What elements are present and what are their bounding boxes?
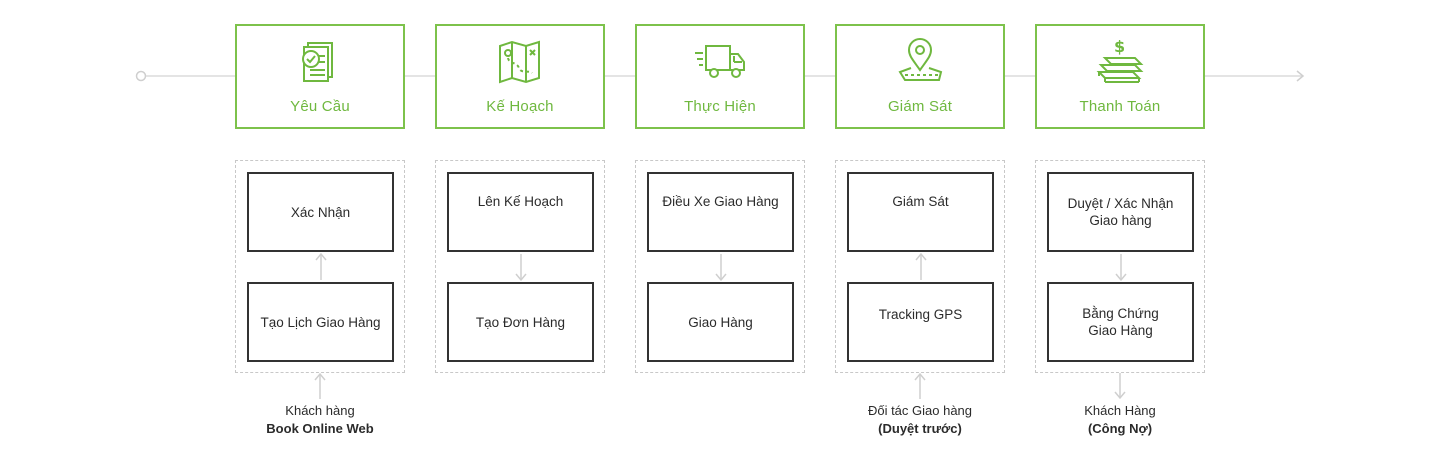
document-check-icon (302, 42, 333, 82)
step-box: Bằng Chứng Giao Hàng (1047, 282, 1194, 362)
step-box: Giao Hàng (647, 282, 794, 362)
process-group-thuc-hien: Điều Xe Giao Hàng Giao Hàng (635, 160, 805, 373)
arrow-up-icon (914, 372, 926, 399)
process-group-giam-sat: Giám Sát Tracking GPS (835, 160, 1005, 373)
stage-label: Thực Hiện (684, 98, 756, 115)
process-group-thanh-toan: Duyệt / Xác Nhận Giao hàng Bằng Chứng Gi… (1035, 160, 1205, 373)
process-group-yeu-cau: Xác Nhận Tạo Lịch Giao Hàng (235, 160, 405, 373)
svg-text:$: $ (1114, 38, 1125, 56)
step-box: Tạo Lịch Giao Hàng (247, 282, 394, 362)
arrow-up-icon (915, 252, 927, 280)
actor-channel: Book Online Web (266, 421, 374, 436)
map-route-icon (499, 40, 540, 84)
actor-label: Khách Hàng (1084, 403, 1156, 418)
arrow-up-icon (314, 372, 326, 399)
step-box: Điều Xe Giao Hàng (647, 172, 794, 252)
actor-khach-hang-cong-no: Khách Hàng (Công Nợ) (1020, 402, 1220, 438)
actor-khach-hang-web: Khách hàng Book Online Web (220, 402, 420, 438)
stage-label: Giám Sát (887, 98, 953, 115)
delivery-truck-icon (695, 45, 745, 78)
stage-thuc-hien: Thực Hiện (635, 24, 805, 129)
process-group-ke-hoach: Lên Kế Hoạch Tạo Đơn Hàng (435, 160, 605, 373)
actor-doi-tac-giao-hang: Đối tác Giao hàng (Duyệt trước) (820, 402, 1020, 438)
actor-label: Khách hàng (285, 403, 355, 418)
location-pin-icon (898, 38, 943, 81)
step-box: Tạo Đơn Hàng (447, 282, 594, 362)
actor-label: Đối tác Giao hàng (867, 403, 973, 418)
arrow-up-icon (315, 252, 327, 280)
stage-giam-sat: Giám Sát (835, 24, 1005, 129)
arrow-down-icon (1114, 373, 1126, 400)
stage-label: Thanh Toán (1079, 98, 1161, 115)
stage-ke-hoach: Kế Hoạch (435, 24, 605, 129)
step-box: Lên Kế Hoạch (447, 172, 594, 252)
arrow-down-icon (1115, 254, 1127, 282)
step-box: Duyệt / Xác Nhận Giao hàng (1047, 172, 1194, 252)
arrow-down-icon (715, 254, 727, 282)
step-box: Xác Nhận (247, 172, 394, 252)
stage-label: Kế Hoạch (486, 98, 554, 115)
stage-label: Yêu Cầu (290, 98, 350, 115)
arrow-down-icon (515, 254, 527, 282)
stage-thanh-toan: $ Thanh Toán (1035, 24, 1205, 129)
step-box: Giám Sát (847, 172, 994, 252)
actor-channel: (Công Nợ) (1087, 421, 1153, 436)
stage-yeu-cau: Yêu Cầu (235, 24, 405, 129)
money-stack-icon: $ (1096, 38, 1144, 83)
actor-channel: (Duyệt trước) (878, 421, 962, 436)
step-box: Tracking GPS (847, 282, 994, 362)
